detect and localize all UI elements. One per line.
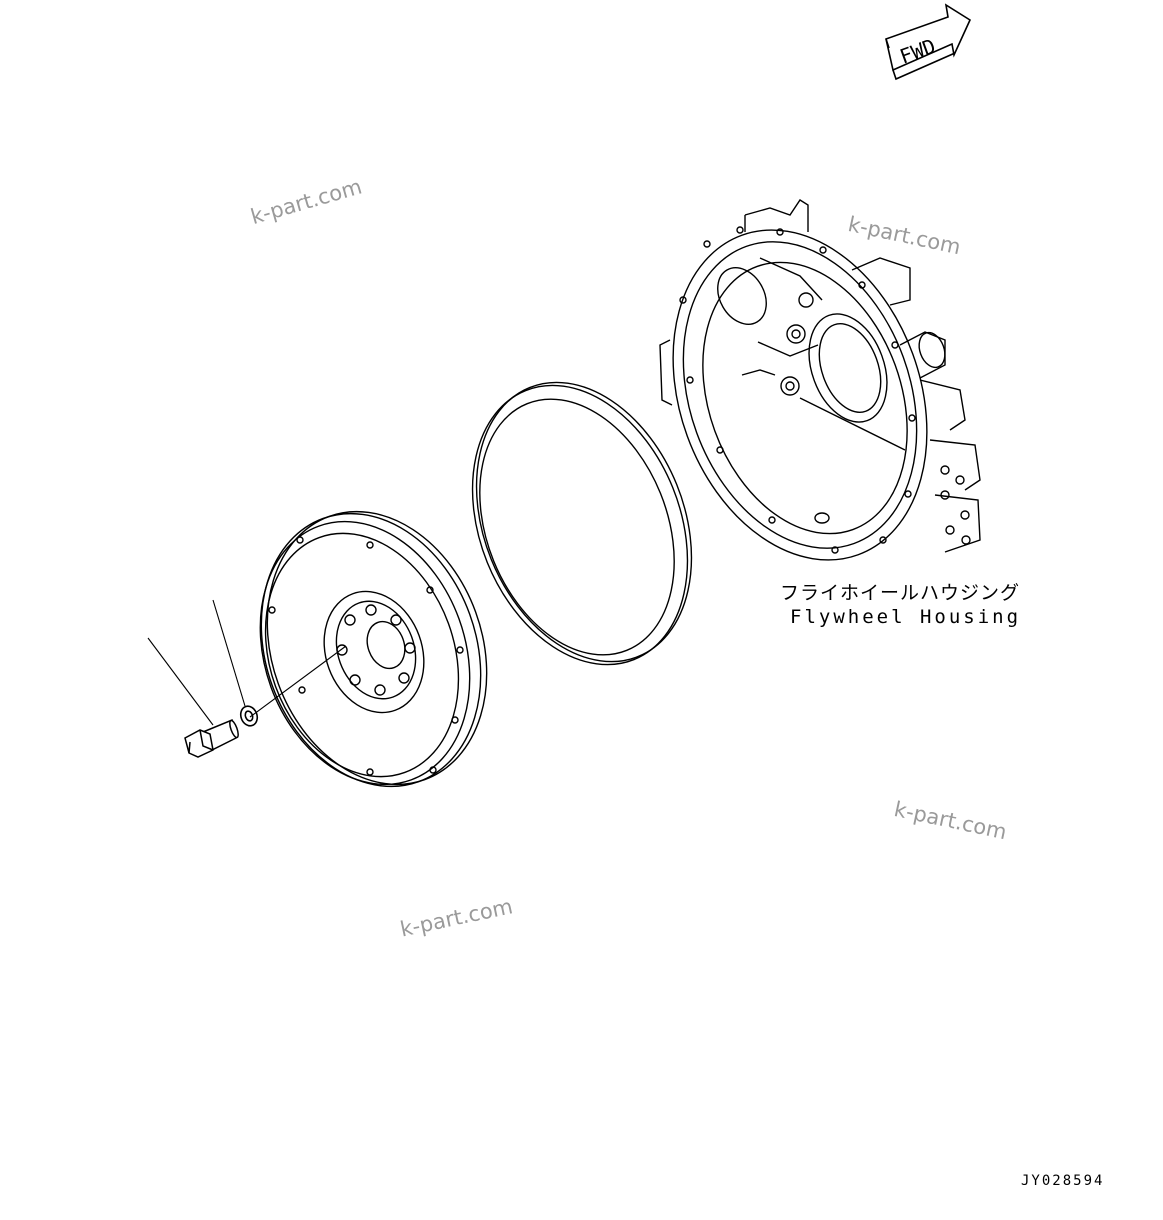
housing-gasket-ring xyxy=(471,381,693,666)
part-label-english: Flywheel Housing xyxy=(790,606,1022,628)
fwd-arrow-icon: FWD xyxy=(885,3,972,81)
bolt xyxy=(184,718,239,758)
flywheel-housing xyxy=(659,199,981,561)
drawing-number: JY028594 xyxy=(1021,1173,1105,1189)
leader-lines xyxy=(147,599,347,726)
part-label-japanese: フライホイールハウジング xyxy=(780,582,1021,604)
washer xyxy=(239,705,259,727)
flywheel xyxy=(259,510,488,788)
